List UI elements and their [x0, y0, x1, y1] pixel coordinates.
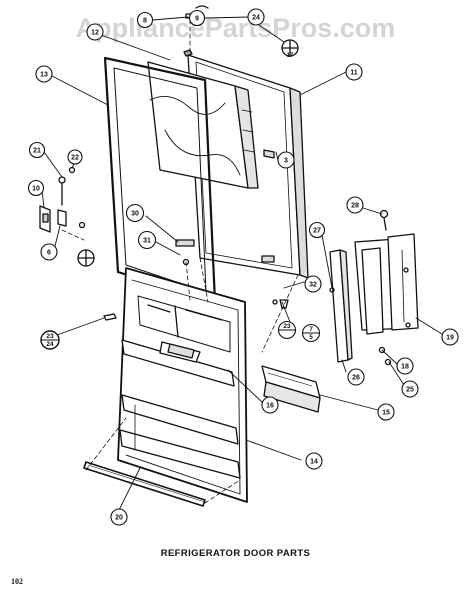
callout-19: 19 — [446, 335, 454, 342]
door-bottom-strip — [83, 461, 206, 507]
callout-26: 26 — [352, 375, 360, 382]
screw-symbols — [77, 39, 299, 267]
page-code: 102 — [11, 577, 23, 586]
callout-31: 31 — [143, 238, 151, 245]
callout-25: 25 — [406, 387, 414, 394]
callout-23-top: 23 — [46, 333, 54, 340]
callout-15: 15 — [382, 410, 390, 417]
callout-8: 8 — [143, 18, 147, 25]
callout-9: 9 — [195, 16, 199, 23]
watermark-text: AppliancePartsPros.com — [75, 13, 396, 43]
callout-24: 24 — [252, 15, 260, 22]
callout-23-right: 23 — [283, 323, 291, 330]
callout-7: 7 — [309, 326, 313, 333]
callout-13: 13 — [40, 72, 48, 79]
diagram-caption: REFRIGERATOR DOOR PARTS — [160, 548, 311, 559]
callout-27: 27 — [313, 228, 321, 235]
callout-30: 30 — [131, 211, 139, 218]
door-handle — [261, 365, 321, 413]
callout-28: 28 — [351, 203, 359, 210]
callout-14: 14 — [310, 459, 318, 466]
callout-3: 3 — [284, 158, 288, 165]
callout-12: 12 — [91, 30, 99, 37]
callout-6: 6 — [47, 250, 51, 257]
inner-door-liner — [117, 267, 248, 503]
callout-5: 5 — [309, 334, 313, 341]
callout-20: 20 — [115, 515, 123, 522]
fasteners — [103, 5, 392, 366]
callout-24-bottom: 24 — [46, 341, 54, 348]
alignment-lines — [61, 19, 299, 504]
callout-17: 17 — [287, 53, 294, 59]
callout-21: 21 — [33, 148, 41, 155]
callout-10: 10 — [32, 186, 40, 193]
callout-16: 16 — [266, 403, 274, 410]
callout-11: 11 — [350, 70, 358, 77]
leader-lines — [41, 16, 443, 511]
hinge-assembly-left — [39, 166, 86, 233]
callout-22: 22 — [71, 155, 79, 162]
hinge-bracket — [354, 233, 419, 335]
callout-32: 32 — [309, 282, 317, 289]
callout-18: 18 — [401, 364, 409, 371]
foam-insulation-block — [147, 61, 259, 189]
trim-strip — [329, 249, 353, 363]
